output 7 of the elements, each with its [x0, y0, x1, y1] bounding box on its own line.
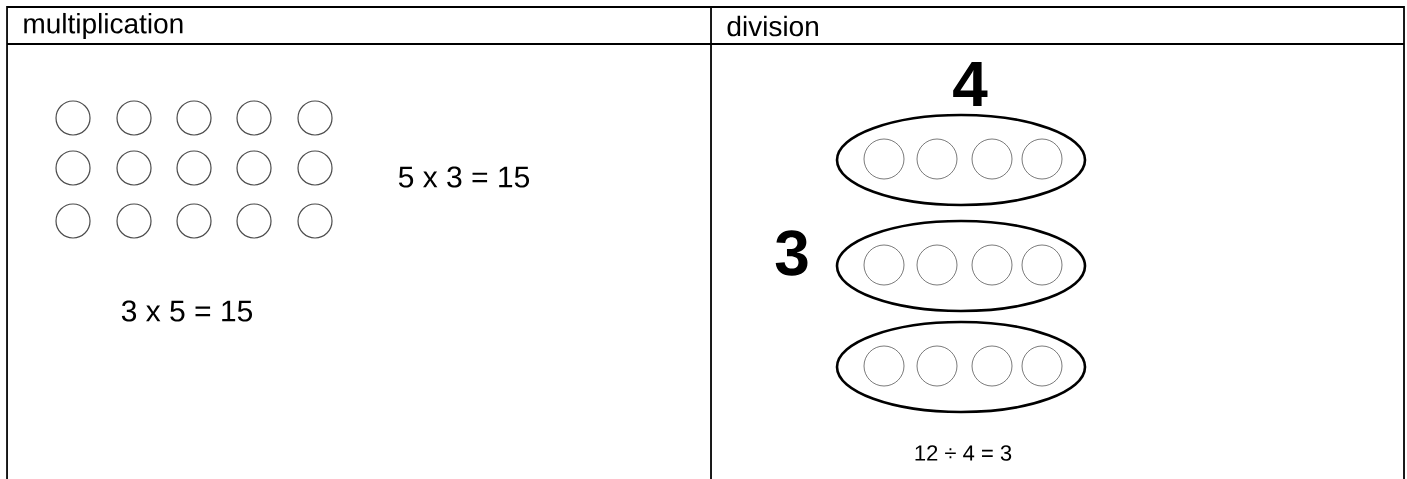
- column-heading: division: [727, 15, 818, 37]
- number-label: 4: [953, 62, 988, 106]
- equation: 3 x 5 = 15: [121, 300, 253, 322]
- column-heading: multiplication: [24, 12, 183, 40]
- number-label: 3: [775, 230, 808, 276]
- equation: 5 x 3 = 15: [398, 166, 530, 188]
- equation: 12 ÷ 4 = 3: [915, 445, 1012, 461]
